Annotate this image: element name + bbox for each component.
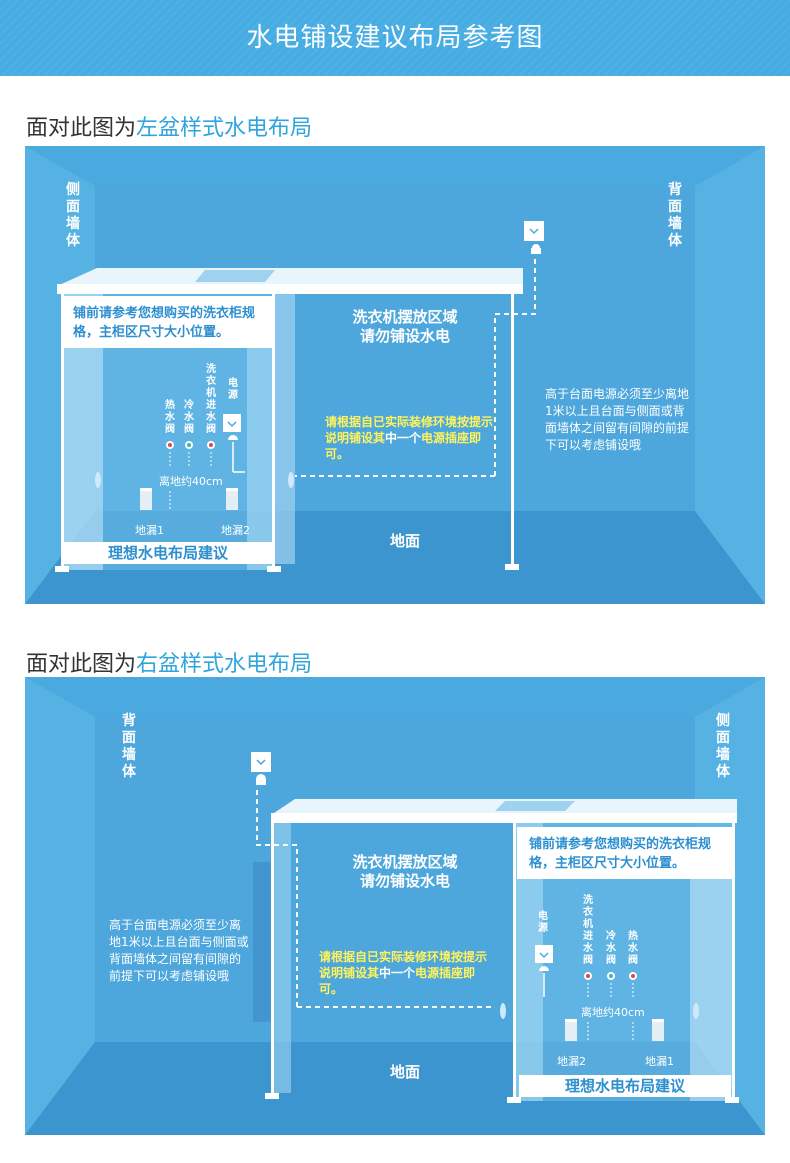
diagram-left-basin: 侧面墙体 背面墙体 铺前请参考您想购买的洗衣柜规格，主柜区尺寸大小位置。 洗衣机…: [25, 146, 765, 604]
outlet-note: 请根据自已实际装修环境按提示说明铺设其中一个电源插座即可。: [319, 949, 489, 997]
cabinet-note: 铺前请参考您想购买的洗衣柜规格，主柜区尺寸大小位置。: [517, 827, 733, 879]
height-label: 离地约40cm: [581, 1006, 645, 1019]
washer-area-label: 洗衣机摆放区域 请勿铺设水电: [352, 853, 458, 890]
floor-label: 地面: [389, 532, 420, 550]
left-wall-label: 侧面墙体: [66, 182, 80, 249]
layout-caption: 理想水电布局建议: [63, 542, 273, 564]
cabinet-note: 铺前请参考您想购买的洗衣柜规格，主柜区尺寸大小位置。: [61, 296, 275, 348]
valve-label-washer: 洗衣机进水阀: [206, 364, 216, 435]
header-banner: 水电铺设建议布局参考图: [0, 0, 790, 76]
drain-label-2: 地漏2: [221, 524, 250, 537]
heading-prefix: 面对此图为: [26, 652, 137, 677]
valve-label-power: 电源: [228, 378, 238, 401]
layout-caption: 理想水电布局建议: [519, 1075, 731, 1097]
right-wall-label: 侧面墙体: [716, 713, 730, 780]
outlet-note-yellow-2: 电源插座即可。: [319, 966, 476, 996]
height-note: 高于台面电源必须至少离地1米以上且台面与侧面或背面墙体之间留有间隙的前提下可以考…: [545, 387, 690, 452]
height-label: 离地约40cm: [159, 475, 223, 488]
height-note: 高于台面电源必须至少离地1米以上且台面与侧面或背面墙体之间留有间隙的前提下可以考…: [109, 918, 249, 983]
valve-label-cold: 冷水阀: [184, 400, 194, 435]
outlet-note-yellow-2: 电源插座即可。: [325, 431, 482, 461]
left-wall-label: 背面墙体: [122, 713, 136, 780]
diagram-right-basin: 背面墙体 侧面墙体 铺前请参考您想购买的洗衣柜规格，主柜区尺寸大小位置。 洗衣机…: [25, 677, 765, 1135]
valve-label-cold: 冷水阀: [606, 931, 616, 966]
valve-label-hot: 热水阀: [165, 400, 175, 435]
valve-label-hot: 热水阀: [628, 931, 638, 966]
outlet-note-yellow: 请根据自已实际装修环境按提示说明铺设其: [319, 950, 488, 980]
right-wall-label: 背面墙体: [668, 182, 682, 249]
valve-label-washer: 洗衣机进水阀: [583, 895, 593, 966]
heading-highlight: 右盆样式水电布局: [136, 652, 313, 677]
section-heading-right-basin: 面对此图为右盆样式水电布局: [26, 646, 312, 678]
heading-prefix: 面对此图为: [26, 116, 137, 141]
outlet-note: 请根据自已实际装修环境按提示说明铺设其中一个电源插座即可。: [325, 414, 495, 462]
drain-label-1: 地漏1: [135, 524, 164, 537]
drain-label-2: 地漏2: [557, 1055, 586, 1068]
section-heading-left-basin: 面对此图为左盆样式水电布局: [26, 110, 312, 142]
floor-label: 地面: [389, 1063, 420, 1081]
outlet-note-white: 中一个: [385, 431, 422, 445]
valve-label-power: 电源: [538, 911, 548, 934]
washer-area-label: 洗衣机摆放区域 请勿铺设水电: [352, 308, 458, 345]
outlet-note-yellow: 请根据自已实际装修环境按提示说明铺设其: [325, 415, 494, 445]
page-title: 水电铺设建议布局参考图: [246, 23, 544, 53]
heading-highlight: 左盆样式水电布局: [136, 116, 313, 141]
room-illustration: [25, 677, 765, 1135]
drain-label-1: 地漏1: [645, 1055, 674, 1068]
outlet-note-white: 中一个: [379, 966, 416, 980]
